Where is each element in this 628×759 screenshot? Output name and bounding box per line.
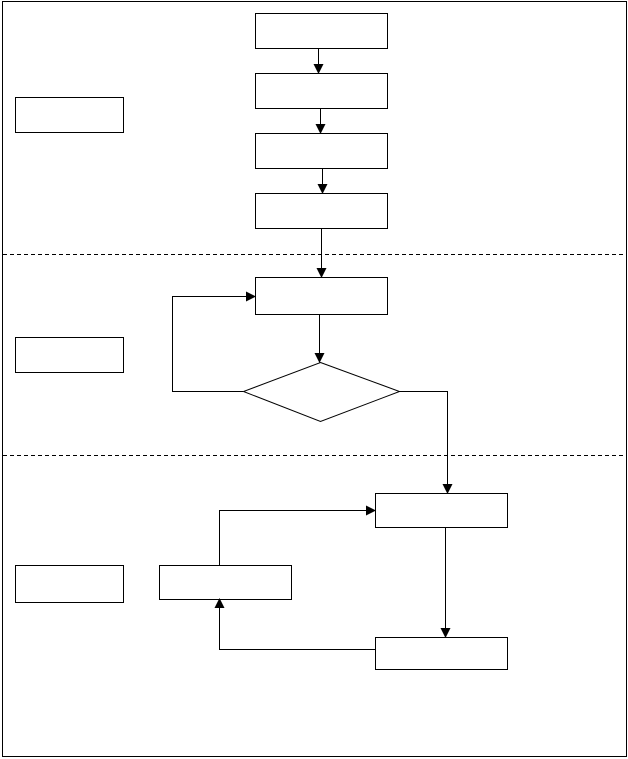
arrow-feedback-step-to-process-a: [219, 505, 376, 565]
step-box-3: [255, 133, 388, 169]
decision-diamond: [242, 361, 401, 423]
feedback-step-box: [159, 565, 292, 600]
section-label-3: [15, 565, 124, 603]
arrow-process-b-to-feedback-step: [214, 598, 375, 650]
arrow-decision-to-process-a: [399, 391, 453, 494]
process-a-box: [375, 493, 508, 528]
step-box-2: [255, 73, 388, 109]
arrow-decision-loop-back: [172, 291, 256, 392]
step-box-1: [255, 13, 388, 49]
loop-step-box: [255, 277, 388, 315]
process-b-box: [375, 637, 508, 670]
section-label-2: [15, 337, 124, 373]
step-box-4: [255, 193, 388, 229]
section-label-1: [15, 97, 124, 133]
